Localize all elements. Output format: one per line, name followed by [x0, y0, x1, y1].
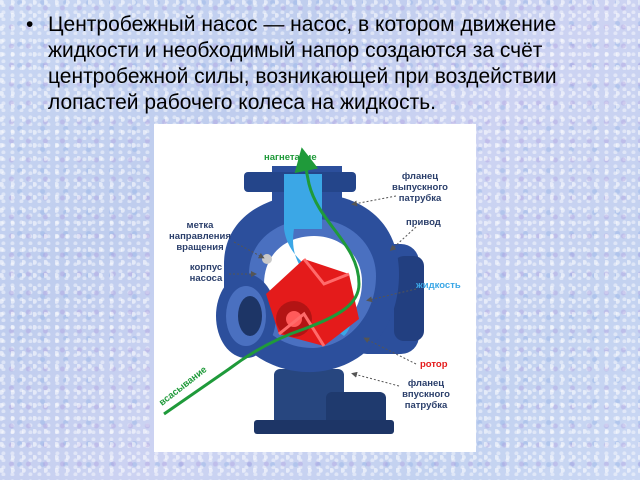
label-discharge: нагнетание [264, 152, 317, 163]
suction-nozzle [216, 274, 276, 358]
pump-illustration: нагнетание фланец выпускного патрубка пр… [157, 147, 461, 434]
bullet-list: • Центробежный насос — насос, в котором … [26, 12, 616, 116]
label-rotor: ротор [420, 359, 448, 370]
label-outlet-flange-1: фланец [402, 171, 438, 182]
bullet-dot: • [26, 13, 34, 36]
label-rotation-mark-2: направления [169, 231, 231, 242]
label-drive: привод [406, 217, 441, 228]
bullet-text: Центробежный насос — насос, в котором дв… [48, 13, 557, 114]
label-rotation-mark-1: метка [187, 220, 215, 231]
label-inlet-flange-3: патрубка [405, 400, 448, 411]
pump-diagram: нагнетание фланец выпускного патрубка пр… [154, 124, 476, 452]
leader-lines [229, 195, 417, 387]
label-inlet-flange-2: впускного [402, 389, 450, 400]
label-casing-2: насоса [190, 273, 223, 284]
pump-base [254, 369, 394, 434]
label-inlet-flange-1: фланец [408, 378, 444, 389]
label-outlet-flange-2: выпускного [392, 182, 448, 193]
label-casing-1: корпус [190, 262, 222, 273]
label-outlet-flange-3: патрубка [399, 193, 442, 204]
label-rotation-mark-3: вращения [176, 242, 223, 253]
rotation-mark [262, 254, 272, 264]
label-liquid: жидкость [415, 280, 461, 291]
flow-arrow [163, 147, 361, 416]
